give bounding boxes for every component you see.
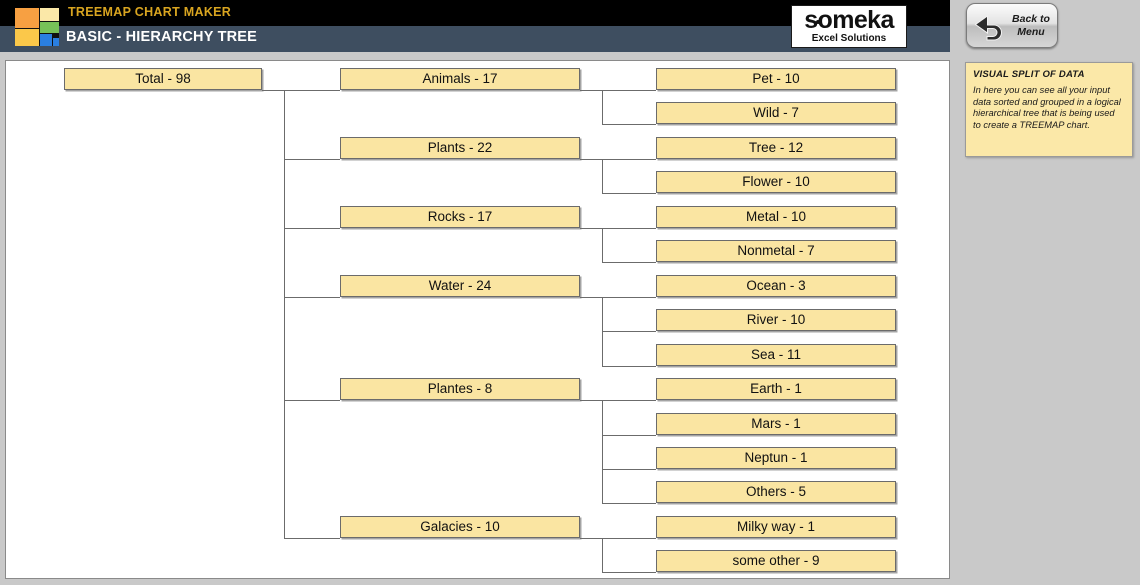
connector-group-spine	[602, 296, 603, 366]
someka-brand-logo: someka Excel Solutions	[791, 5, 907, 48]
logo-block-yellow	[15, 29, 39, 46]
connector-root-spine	[284, 90, 285, 538]
back-to-menu-button[interactable]: Back to Menu	[966, 3, 1058, 48]
connector-leaf-branch	[602, 296, 656, 298]
tree-node-group: Water - 24	[340, 274, 580, 297]
brand-tagline: Excel Solutions	[811, 33, 887, 44]
connector-root-stub	[262, 90, 284, 91]
treemap-logo-icon	[15, 8, 59, 46]
hierarchy-tree-panel: Total - 98 Animals - 17 Pet - 10 Wild - 7 Pl…	[5, 60, 950, 579]
logo-block-cream	[40, 8, 59, 21]
tree-node-leaf: Milky way - 1	[656, 515, 896, 538]
connector-leaf-branch	[602, 227, 656, 229]
connector-leaf-branch	[602, 262, 656, 264]
info-note-box: VISUAL SPLIT OF DATA In here you can see…	[965, 62, 1133, 157]
connector-group-spine	[602, 90, 603, 125]
connector-group-spine	[602, 158, 603, 194]
tree-canvas: Total - 98 Animals - 17 Pet - 10 Wild - 7 Pl…	[6, 61, 949, 578]
tree-node-group: Plants - 22	[340, 136, 580, 159]
tree-node-group: Plantes - 8	[340, 378, 580, 401]
connector-leaf-branch	[602, 331, 656, 333]
back-to-menu-label: Back to Menu	[1007, 13, 1055, 39]
tree-node-leaf: River - 10	[656, 309, 896, 332]
tree-node-root: Total - 98	[64, 68, 262, 90]
connector-group-branch	[284, 296, 340, 298]
tree-node-leaf: Tree - 12	[656, 136, 896, 159]
connector-leaf-branch	[602, 400, 656, 402]
logo-block-blue	[40, 34, 52, 46]
tree-node-leaf: Earth - 1	[656, 378, 896, 401]
connector-group-stub	[580, 537, 602, 539]
connector-leaf-branch	[602, 434, 656, 436]
connector-leaf-branch	[602, 90, 656, 91]
connector-group-branch	[284, 537, 340, 539]
logo-block-green	[40, 22, 59, 33]
page-title: BASIC - HIERARCHY TREE	[66, 29, 258, 45]
tree-node-leaf: Metal - 10	[656, 205, 896, 228]
tree-node-leaf: Flower - 10	[656, 171, 896, 194]
connector-leaf-branch	[602, 124, 656, 126]
back-label-line1: Back to	[1012, 13, 1050, 25]
brand-wordmark: someka	[792, 7, 906, 33]
connector-group-stub	[580, 296, 602, 298]
connector-group-spine	[602, 537, 603, 573]
back-label-line2: Menu	[1017, 26, 1045, 38]
connector-group-branch	[284, 158, 340, 160]
tree-node-group: Galacies - 10	[340, 515, 580, 538]
connector-group-branch	[284, 90, 340, 91]
connector-leaf-branch	[602, 468, 656, 470]
back-arrow-icon	[974, 15, 1002, 41]
brand-dot-icon	[816, 20, 820, 24]
connector-leaf-branch	[602, 365, 656, 367]
connector-leaf-branch	[602, 572, 656, 574]
tree-node-leaf: some other - 9	[656, 550, 896, 573]
logo-block-orange	[15, 8, 39, 28]
tree-node-leaf: Pet - 10	[656, 68, 896, 90]
header-bar: TREEMAP CHART MAKER BASIC - HIERARCHY TR…	[0, 0, 950, 52]
tree-node-leaf: Ocean - 3	[656, 274, 896, 297]
connector-leaf-branch	[602, 537, 656, 539]
tree-node-leaf: Wild - 7	[656, 102, 896, 125]
connector-group-branch	[284, 400, 340, 402]
tree-node-leaf: Others - 5	[656, 481, 896, 504]
tree-node-leaf: Nonmetal - 7	[656, 240, 896, 263]
tree-node-leaf: Mars - 1	[656, 412, 896, 435]
connector-leaf-branch	[602, 503, 656, 505]
app-title: TREEMAP CHART MAKER	[68, 5, 232, 19]
tree-node-leaf: Neptun - 1	[656, 446, 896, 469]
connector-group-branch	[284, 227, 340, 229]
connector-group-stub	[580, 90, 602, 91]
connector-group-stub	[580, 400, 602, 402]
tree-node-group: Animals - 17	[340, 68, 580, 90]
info-note-body: In here you can see all your input data …	[973, 85, 1121, 130]
connector-group-spine	[602, 227, 603, 263]
logo-block-blue-small	[53, 38, 59, 46]
connector-group-stub	[580, 158, 602, 160]
connector-group-stub	[580, 227, 602, 229]
connector-leaf-branch	[602, 158, 656, 160]
tree-node-group: Rocks - 17	[340, 205, 580, 228]
connector-group-spine	[602, 400, 603, 504]
tree-node-leaf: Sea - 11	[656, 343, 896, 366]
info-note-title: VISUAL SPLIT OF DATA	[973, 69, 1085, 80]
connector-leaf-branch	[602, 193, 656, 195]
